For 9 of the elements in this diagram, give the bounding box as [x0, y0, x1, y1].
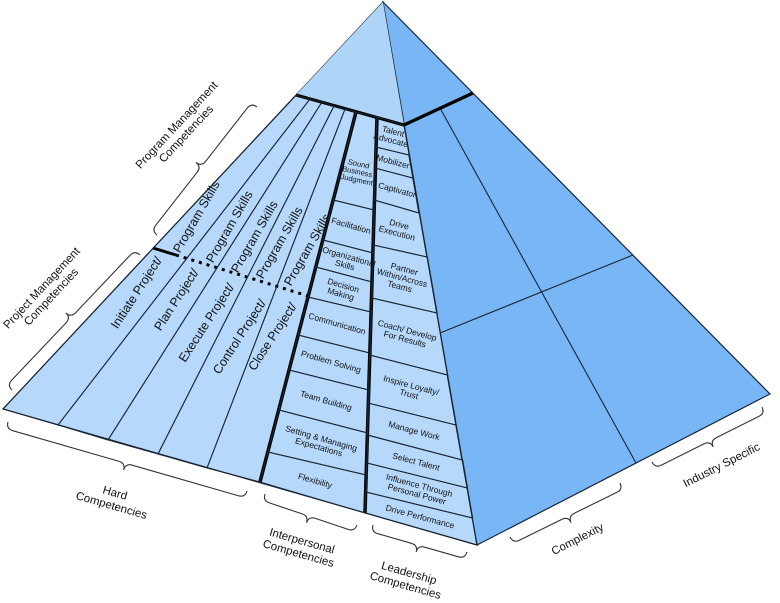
pyramid-segment	[374, 168, 420, 213]
segment-label: Select Talent	[390, 448, 442, 474]
pyramid-segment	[375, 147, 414, 178]
pyramid-segment	[370, 298, 448, 375]
segment-label: Manage Work	[386, 418, 442, 444]
segment-label: Mobilizer	[374, 153, 412, 171]
pyramid-segment	[268, 410, 368, 475]
segment-label: Talent Advocate	[372, 122, 410, 150]
segment-label: Inspire Loyalty/ Trust	[382, 372, 442, 403]
